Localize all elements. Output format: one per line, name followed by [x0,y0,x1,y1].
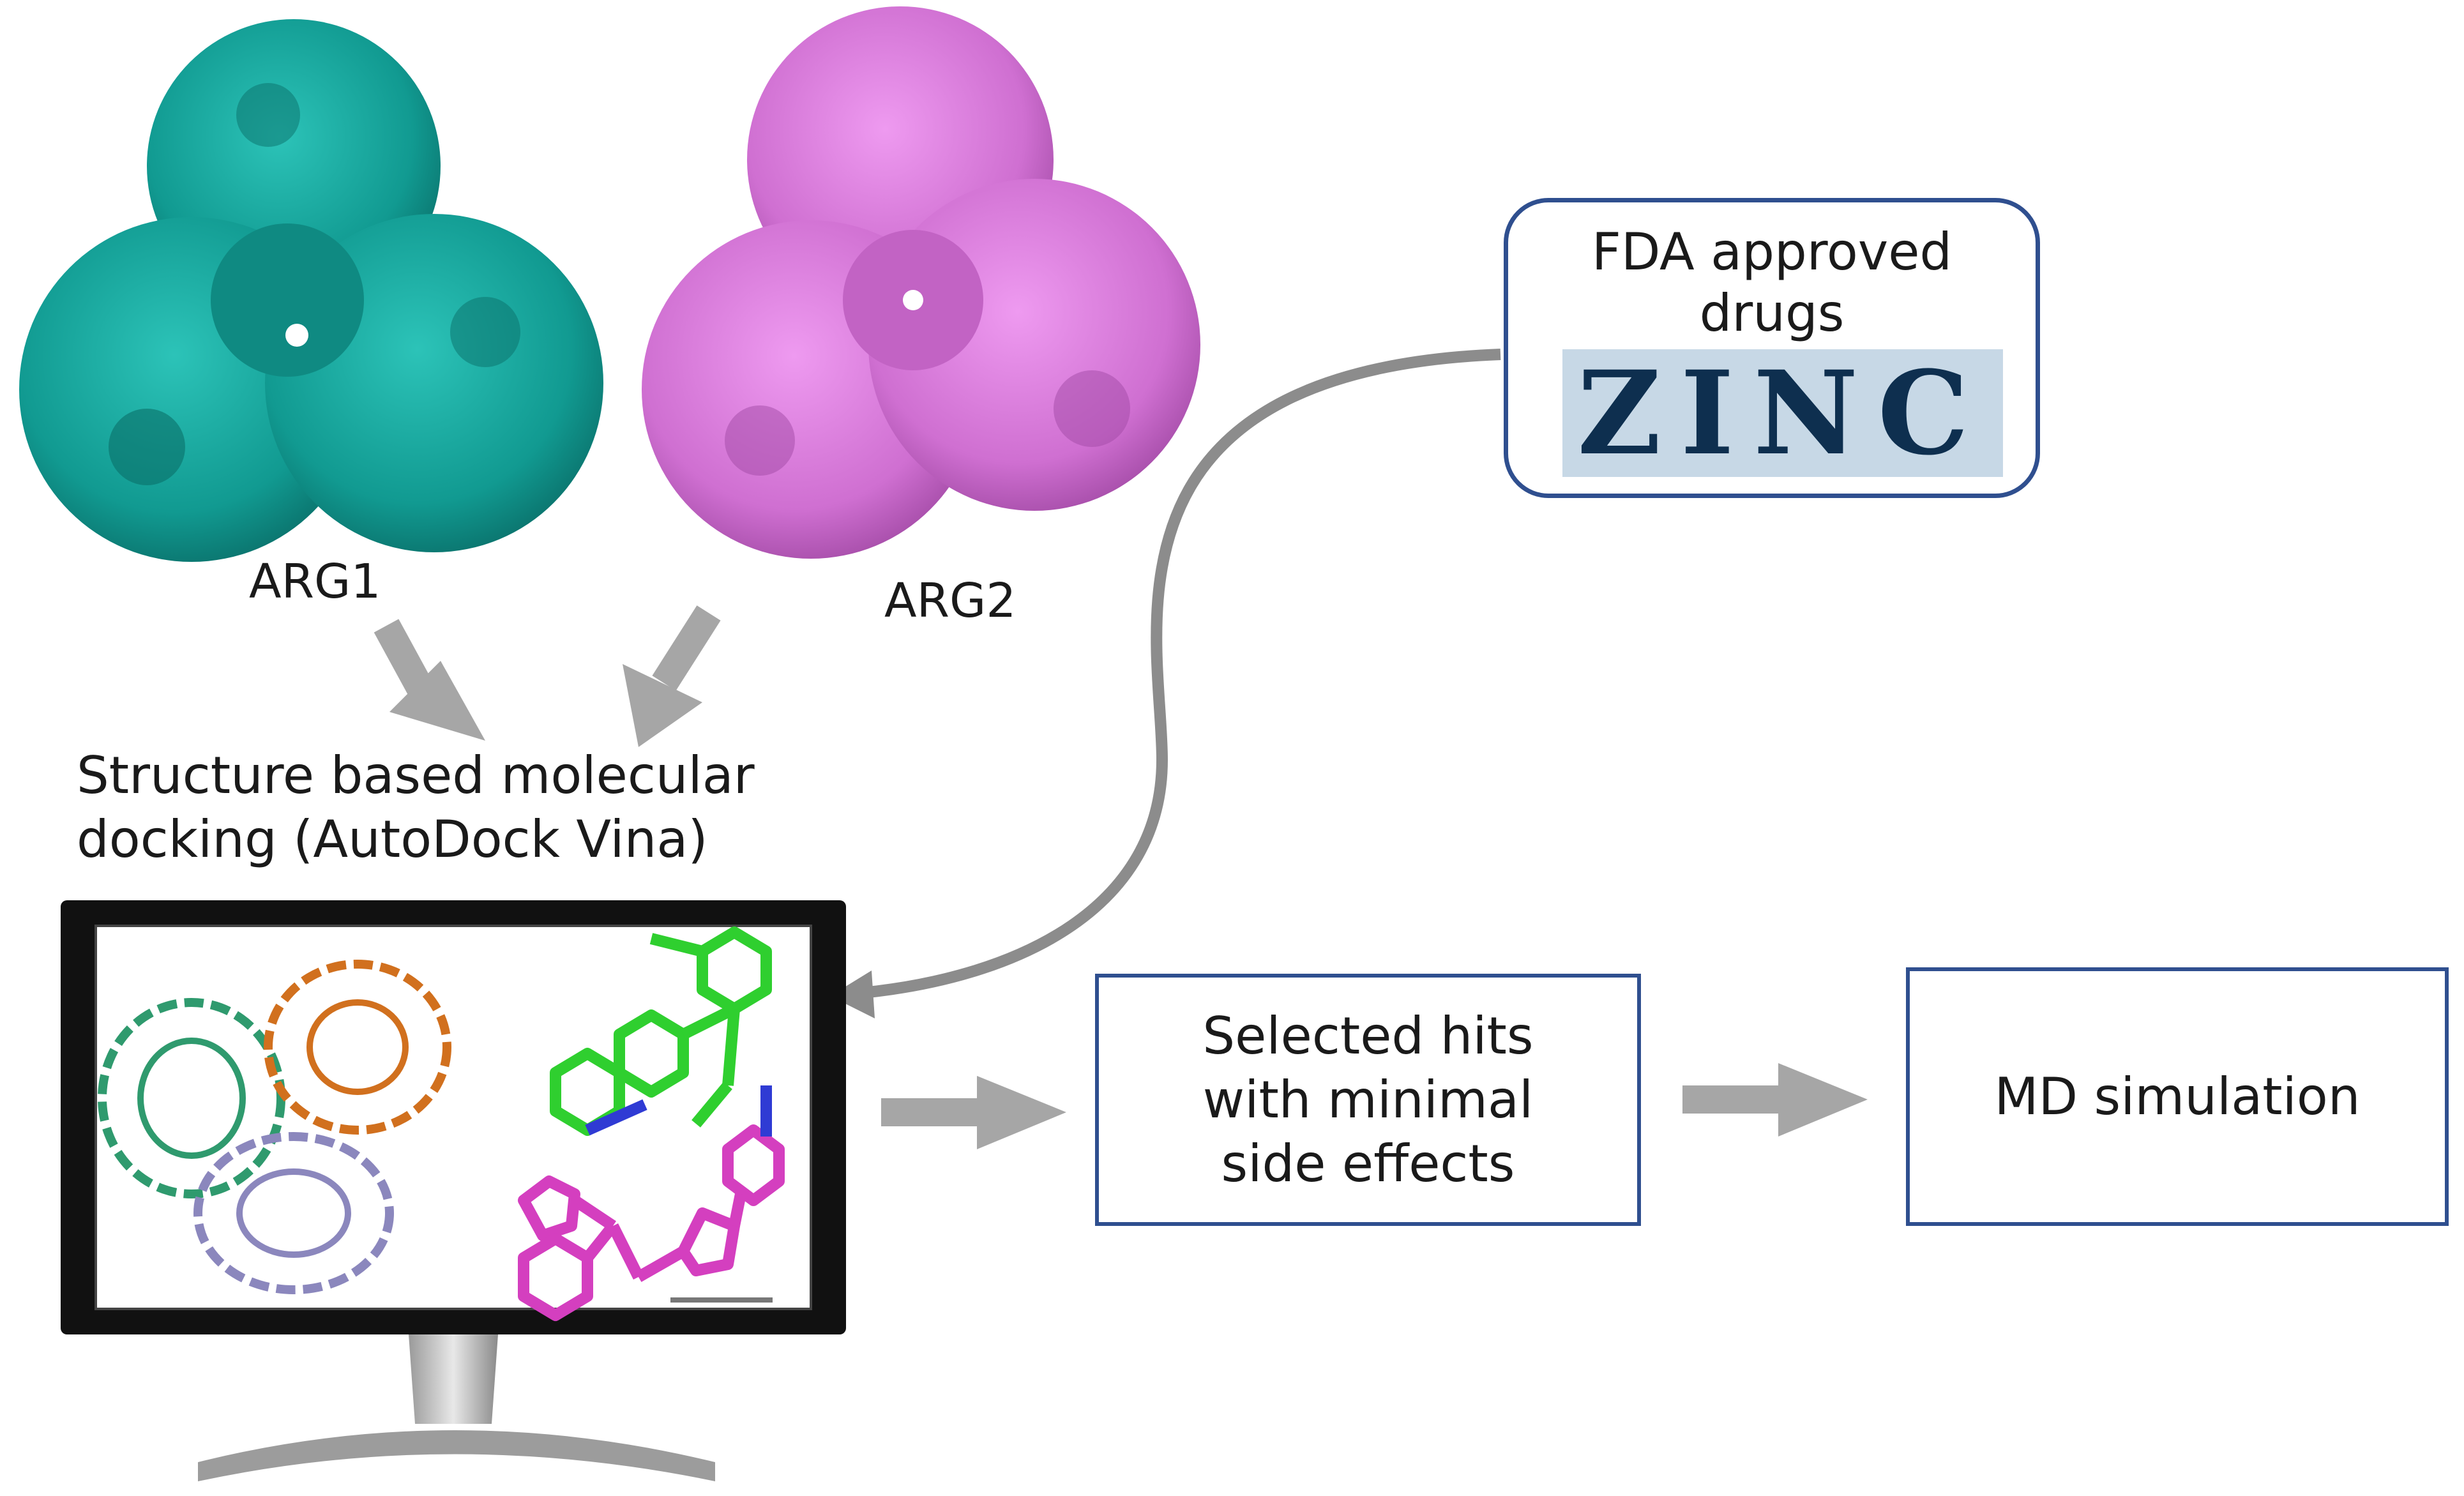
arrow-arg1-to-docking [374,619,485,741]
hits-line1: Selected hits [1202,1006,1534,1066]
md-simulation-box: MD simulation [1906,967,2449,1226]
docking-ribbon-image [98,960,451,1294]
zinc-box-caption: FDA approved drugs [1508,222,2036,344]
hits-line3: side effects [1221,1133,1515,1193]
arg2-protein-image [642,6,1200,559]
ligand-green-image [550,926,772,1136]
arrow-arg2-to-docking [623,605,721,747]
zinc-box-caption-line1: FDA approved [1591,222,1953,282]
arrow-monitor-to-hits [881,1076,1066,1149]
monitor [61,900,846,1481]
docking-caption-line2: docking (AutoDock Vina) [77,810,708,869]
zinc-box-caption-line2: drugs [1699,283,1845,343]
zinc-database-box: FDA approved drugs ZINC [1504,198,2040,498]
ligand-magenta-image [518,1085,785,1321]
arrow-hits-to-md [1682,1063,1868,1137]
md-label: MD simulation [1994,1066,2361,1126]
arg1-label: ARG1 [249,554,381,609]
arg1-protein-image [19,19,603,562]
docking-caption-line1: Structure based molecular [77,746,755,805]
arg2-label: ARG2 [884,573,1017,628]
zinc-logo: ZINC [1562,346,2003,481]
selected-hits-box: Selected hits with minimal side effects [1095,974,1641,1226]
hits-line2: with minimal [1202,1069,1534,1130]
docking-caption: Structure based molecular docking (AutoD… [77,744,755,872]
arrow-zinc-to-monitor [830,349,1501,1018]
